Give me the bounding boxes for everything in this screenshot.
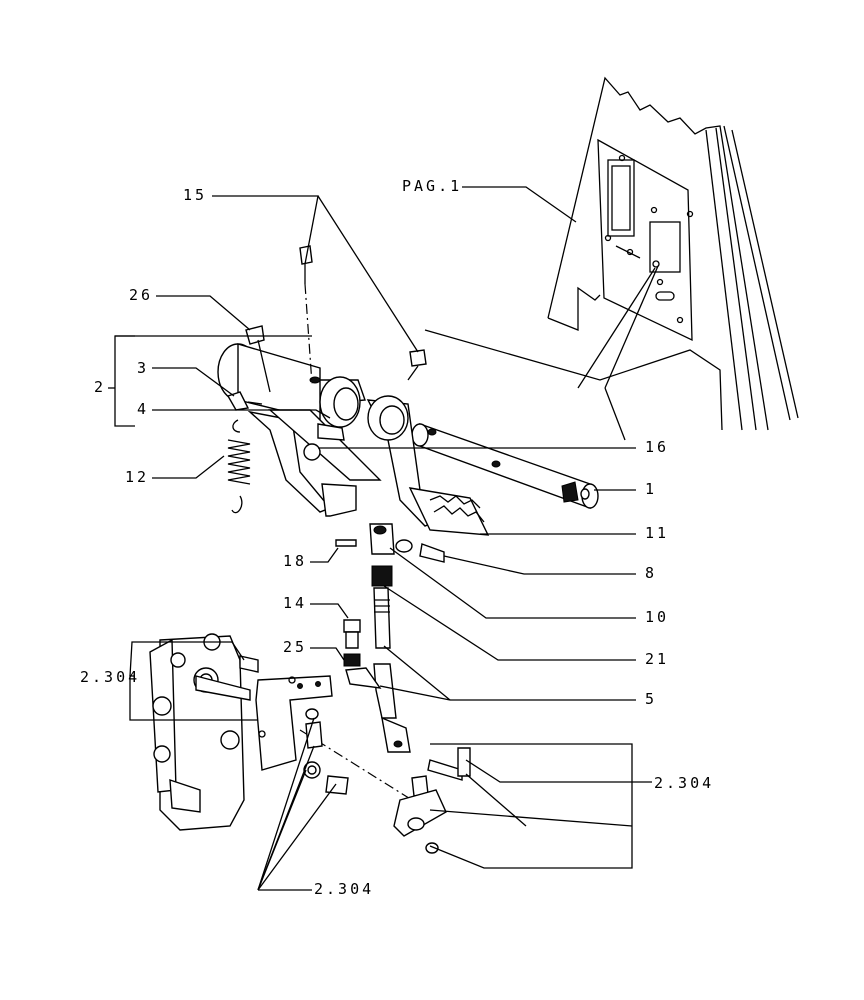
pedal-left [217, 343, 382, 517]
callout-2304-left: 2.304 [80, 668, 140, 686]
callout-21: 21 [645, 650, 669, 668]
callout-1: 1 [645, 480, 657, 498]
pedal-shaft [411, 423, 599, 510]
valve-assembly [149, 633, 259, 831]
bolt-nut [343, 619, 361, 667]
callout-15: 15 [183, 186, 207, 204]
callout-16: 16 [645, 438, 669, 456]
callout-12: 12 [125, 468, 149, 486]
callout-10: 10 [645, 608, 669, 626]
callout-26: 26 [129, 286, 153, 304]
callout-5: 5 [645, 690, 657, 708]
return-spring [227, 419, 251, 514]
callout-18: 18 [283, 552, 307, 570]
callout-14: 14 [283, 594, 307, 612]
callout-2304-bottom: 2.304 [314, 880, 374, 898]
callout-3: 3 [137, 359, 149, 377]
hardware-bolts [226, 245, 427, 411]
callout-4: 4 [137, 400, 149, 418]
callout-11: 11 [645, 524, 669, 542]
cab-frame-panel [424, 76, 799, 431]
lever-assembly [393, 747, 471, 854]
callout-2: 2 [94, 378, 106, 396]
pedal-right [366, 395, 490, 536]
callout-8: 8 [645, 564, 657, 582]
callout-2304-right: 2.304 [654, 774, 714, 792]
linkage-rod [335, 523, 445, 753]
callout-25: 25 [283, 638, 307, 656]
page-reference-label: PAG.1 [402, 177, 462, 195]
